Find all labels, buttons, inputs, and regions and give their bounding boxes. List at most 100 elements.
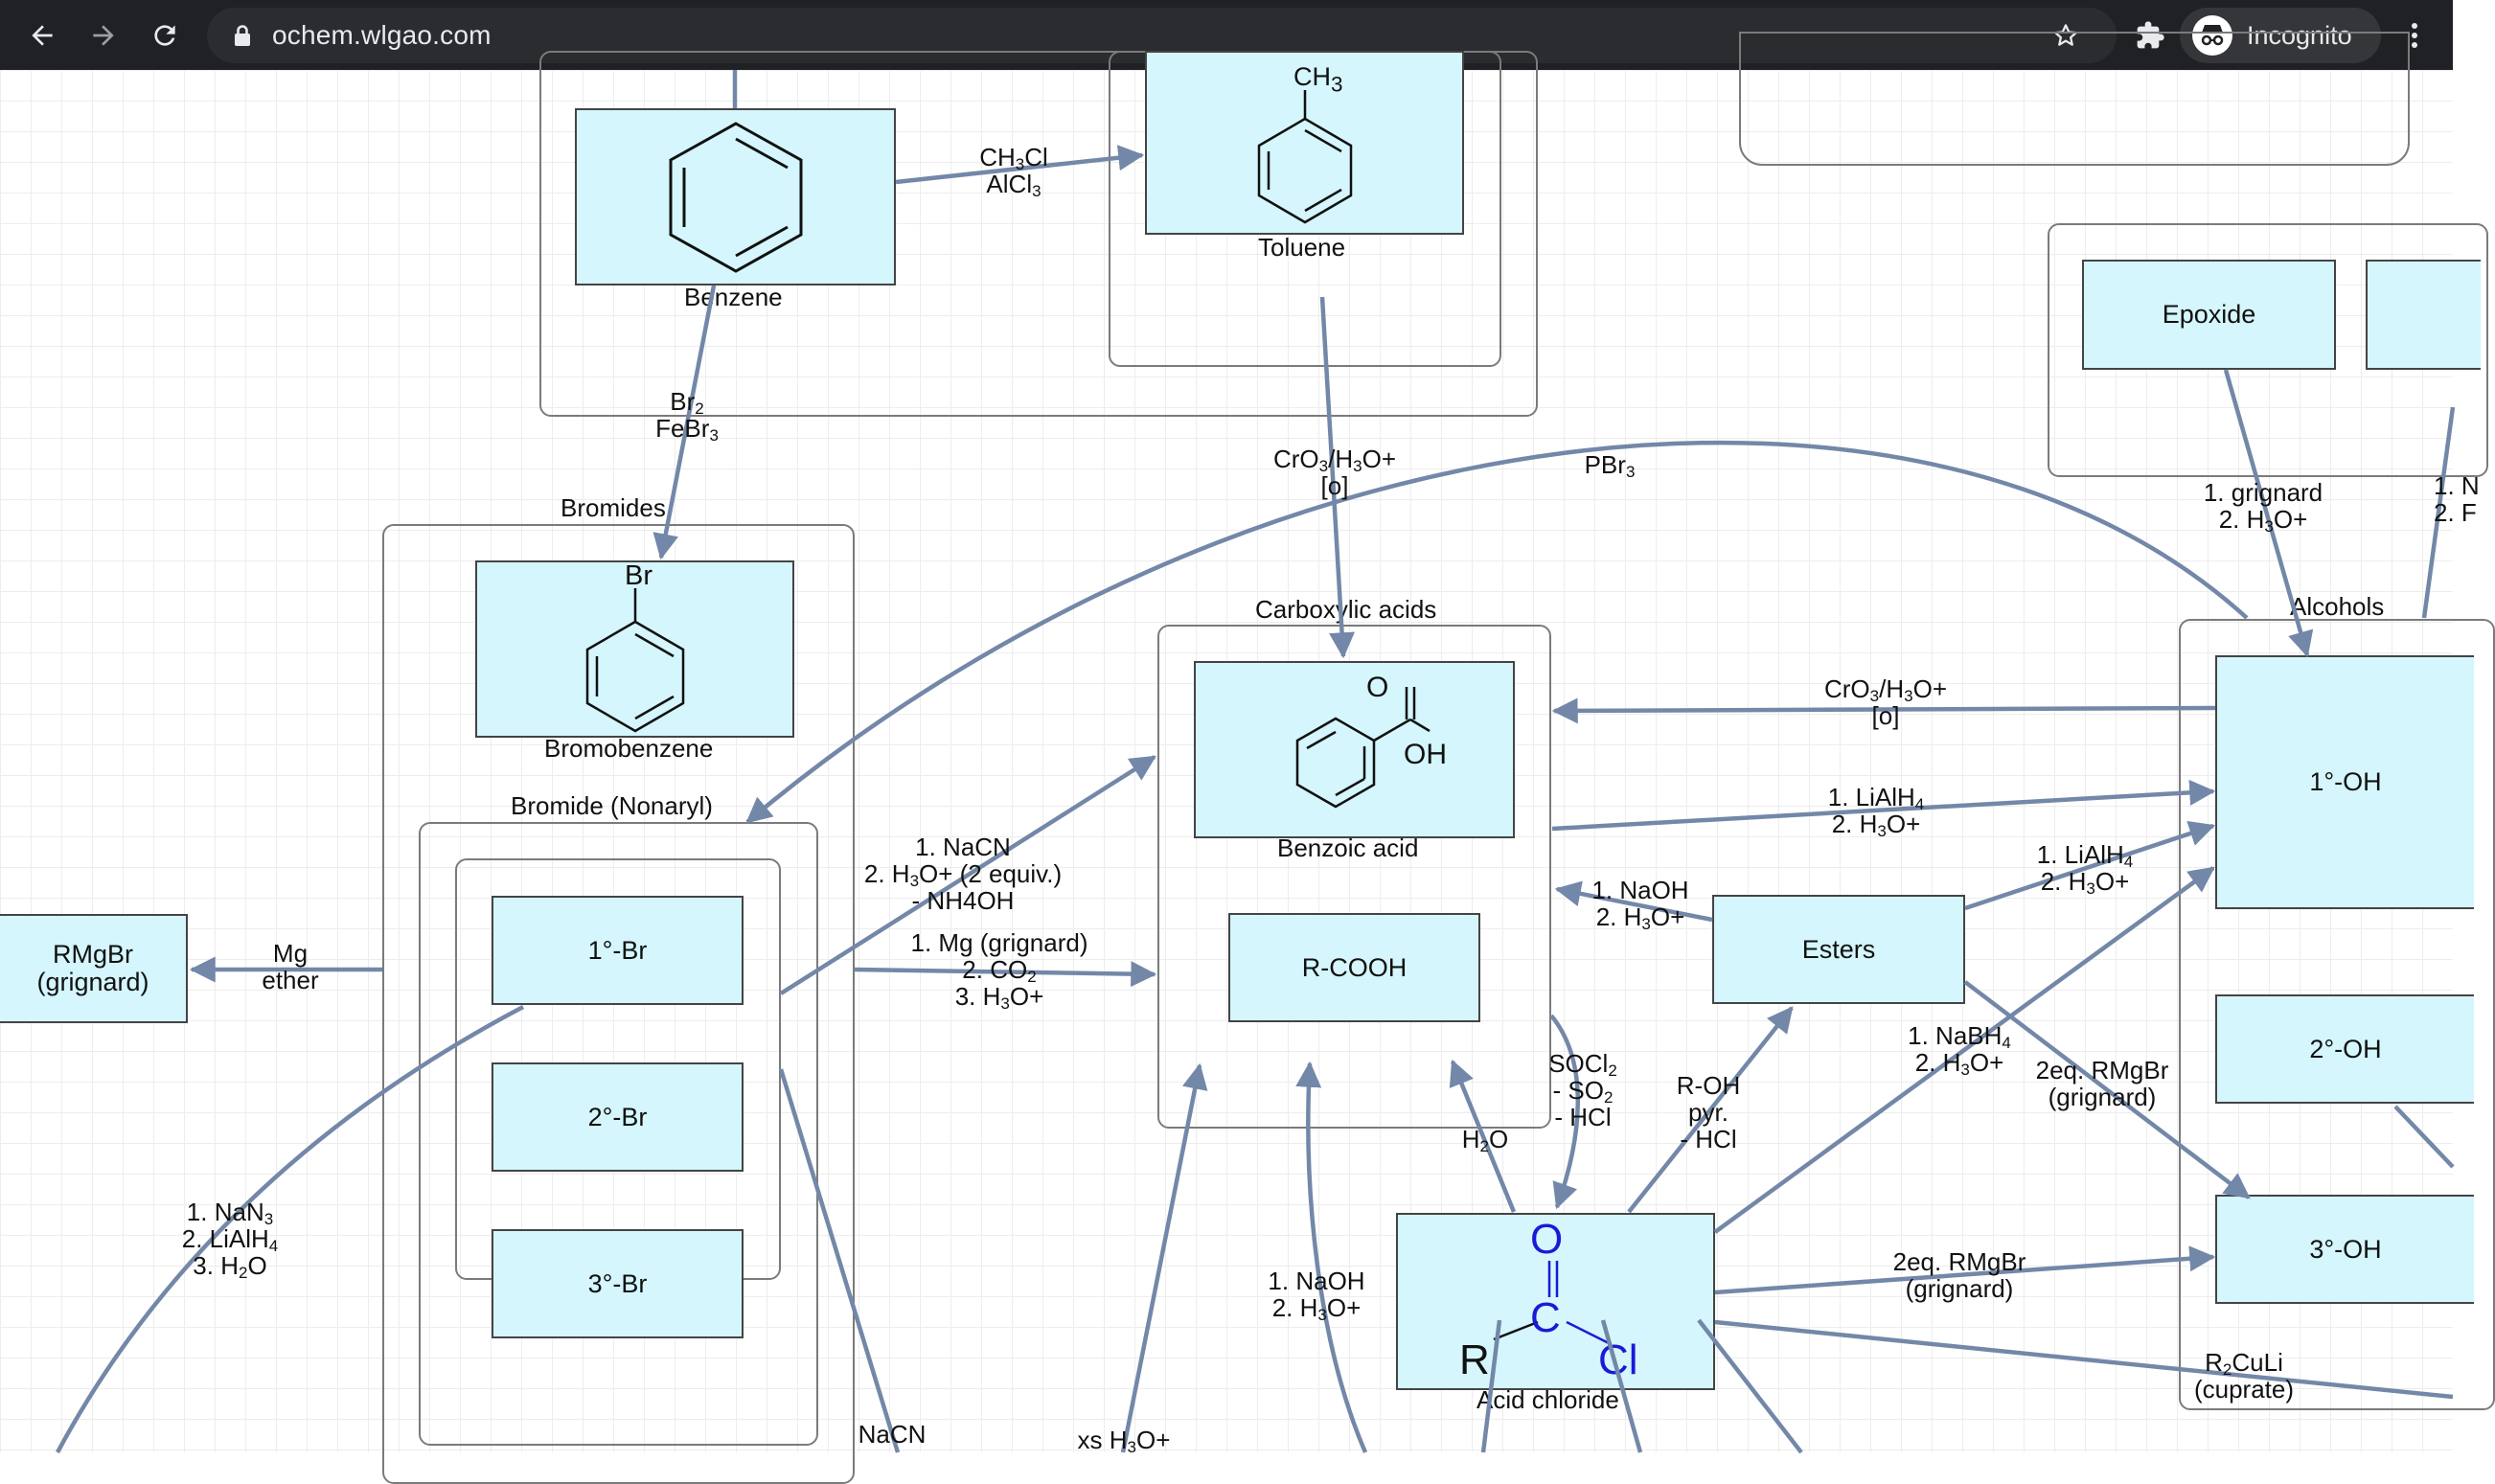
reload-icon — [154, 24, 175, 46]
forward-button[interactable] — [80, 0, 126, 70]
primary-alcohol-label: 1°-OH — [2309, 767, 2382, 796]
reaction-map-canvas[interactable]: Bromides Bromide (Nonaryl) Carboxylic ac… — [0, 32, 2495, 1484]
edge-carboxylic-alcohol — [1551, 779, 2216, 832]
rcooh-node[interactable]: R-COOH — [1228, 913, 1480, 1022]
label-socl2: SOCl2- SO2- HCl — [1548, 1049, 1617, 1131]
secondary-alcohol-node[interactable]: 2°-OH — [2215, 994, 2474, 1104]
secondary-bromide-node[interactable]: 2°-Br — [492, 1062, 744, 1172]
bromides-group-title: Bromides — [561, 493, 666, 522]
offscreen-node-right[interactable] — [2366, 260, 2481, 370]
extensions-button[interactable] — [2127, 0, 2173, 70]
alcohols-title: Alcohols — [2290, 592, 2385, 621]
edge-acl-cuprate — [1714, 1319, 2454, 1400]
bromobenzene-structure — [585, 588, 684, 733]
secondary-bromide-label: 2°-Br — [587, 1102, 648, 1131]
bromide-nonaryl-group[interactable] — [419, 822, 818, 1446]
toluene-structure — [1257, 90, 1352, 224]
edge-epoxide-alcohol — [2223, 369, 2314, 658]
reaction-arrows — [56, 70, 2456, 1454]
label-pbr3: PBr3 — [1584, 450, 1636, 481]
incognito-label: Incognito — [2247, 21, 2352, 50]
toluene-ch3-label: CH3 — [1293, 62, 1343, 97]
benzene-caption: Benzene — [684, 283, 783, 311]
primary-alcohol-node[interactable]: 1°-OH — [2215, 655, 2474, 909]
edge-acl-carboxylic-h2o — [1449, 1059, 1517, 1213]
incognito-icon — [2192, 15, 2232, 56]
benzoic-oh-label: OH — [1404, 739, 1447, 770]
rcooh-label: R-COOH — [1301, 952, 1408, 982]
bromobenzene-node[interactable] — [475, 560, 794, 738]
url-text: ochem.wlgao.com — [272, 20, 492, 50]
toluene-caption: Toluene — [1258, 233, 1346, 262]
edge-2oh-offscreen — [2393, 1105, 2455, 1169]
edge-alcohol-carboxylic — [1551, 697, 2216, 724]
label-2eq-rmgbr-ester: 2eq. RMgBr(grignard) — [2035, 1056, 2169, 1111]
edge-pbr3-alcohols-to-bromide — [745, 440, 2249, 824]
acid-chloride-structure — [1493, 1261, 1612, 1346]
browser-toolbar: ochem.wlgao.com Incognito — [0, 0, 2453, 70]
benzoic-acid-caption: Benzoic acid — [1277, 833, 1419, 862]
edge-acl-bottom-3 — [1697, 1318, 1803, 1454]
lock-icon — [235, 25, 250, 46]
secondary-alcohol-label: 2°-OH — [2309, 1034, 2382, 1063]
benzene-node[interactable] — [575, 108, 896, 285]
benzoic-acid-structure — [1295, 686, 1431, 808]
carboxylic-acids-group[interactable] — [1157, 625, 1551, 1129]
browser-menu-button[interactable] — [2395, 0, 2434, 70]
acid-chloride-o: O — [1530, 1216, 1564, 1263]
rmgbr-label: RMgBr(grignard) — [36, 940, 149, 996]
benzoic-o-label: O — [1366, 672, 1389, 703]
edge-bromide-bottom-nacn — [778, 1068, 901, 1453]
edge-acl-bottom-1 — [1480, 1319, 1502, 1453]
label-cro3-oxidation-alcohol: CrO3/H3O+[o] — [1823, 674, 1948, 730]
epoxide-label: Epoxide — [2162, 300, 2256, 329]
esters-node[interactable]: Esters — [1712, 895, 1965, 1004]
address-bar[interactable]: ochem.wlgao.com — [207, 8, 2117, 63]
alcohols-group[interactable] — [2179, 619, 2495, 1410]
arrow-left-icon — [32, 24, 53, 46]
toluene-node[interactable] — [1145, 51, 1464, 235]
tertiary-alcohol-label: 3°-OH — [2309, 1234, 2382, 1264]
edge-toluene-carboxylic — [1319, 296, 1356, 659]
edge-benzene-toluene — [895, 145, 1145, 185]
acid-chloride-caption: Acid chloride — [1476, 1385, 1619, 1414]
arenes-group[interactable] — [539, 51, 1538, 417]
epoxide-group[interactable] — [2048, 223, 2488, 477]
label-2eq-rmgbr-acl: 2eq. RMgBr(grignard) — [1892, 1247, 2026, 1303]
acid-chloride-node[interactable] — [1396, 1213, 1715, 1390]
tertiary-bromide-node[interactable]: 3°-Br — [492, 1229, 744, 1338]
reload-button[interactable] — [142, 0, 188, 70]
edge-benzene-bromobenzene — [652, 285, 717, 560]
acid-chloride-r: R — [1459, 1336, 1490, 1383]
carboxylic-acids-title: Carboxylic acids — [1255, 595, 1437, 624]
label-r2culi-cuprate: R2CuLi(cuprate) — [2193, 1348, 2295, 1404]
epoxide-node[interactable]: Epoxide — [2082, 260, 2336, 370]
edge-acl-alcohol-nabh4 — [1713, 866, 2215, 1234]
bromobenzene-br-label: Br — [625, 560, 652, 591]
bromides-group[interactable] — [382, 524, 855, 1484]
edge-esters-carboxylic — [1554, 880, 1713, 923]
edge-bromide-carboxylic-nacn — [779, 755, 1156, 995]
edge-acl-bottom-2 — [1600, 1319, 1643, 1453]
primary-bromide-label: 1°-Br — [587, 935, 648, 965]
arrow-right-icon — [93, 24, 114, 46]
edge-bromide-carboxylic-mg — [854, 961, 1157, 988]
rmgbr-grignard-node[interactable]: RMgBr(grignard) — [0, 914, 188, 1023]
primary-bromide-node[interactable]: 1°-Br — [492, 896, 744, 1005]
label-nacn-bottom: NaCN — [858, 1420, 927, 1449]
benzoic-acid-node[interactable] — [1194, 661, 1515, 838]
top-right-group[interactable] — [1739, 32, 2410, 166]
label-xs-h3o: xs H3O+ — [1077, 1426, 1171, 1456]
label-h2o-hydrolysis: H2O — [1461, 1125, 1509, 1155]
incognito-profile-button[interactable]: Incognito — [2180, 8, 2381, 63]
edge-acl-3oh — [1714, 1245, 2216, 1295]
bromide-nonaryl-title: Bromide (Nonaryl) — [511, 791, 713, 820]
back-button[interactable] — [19, 0, 65, 70]
tertiary-alcohol-node[interactable]: 3°-OH — [2215, 1195, 2474, 1304]
